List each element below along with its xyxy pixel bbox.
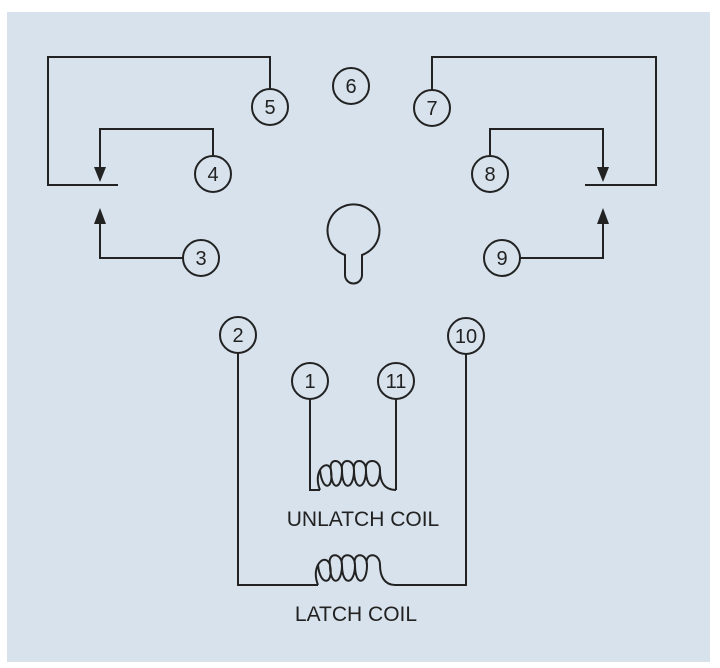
latch-coil-label: LATCH COIL — [295, 603, 417, 626]
pin-8-label: 8 — [484, 164, 495, 186]
wire-pin10-latch-coil — [395, 354, 467, 586]
wire-pin2-latch-coil — [237, 352, 318, 586]
diagram-panel — [7, 12, 710, 662]
right-nc-arrow-icon — [597, 167, 609, 182]
pin-3-label: 3 — [195, 248, 206, 270]
pin-3: 3 — [182, 239, 220, 277]
latch-coil-winding-icon — [314, 554, 396, 586]
wire-pin1-unlatch-coil — [309, 398, 320, 491]
pin-2-label: 2 — [232, 325, 243, 347]
wire-pin7-right-contact — [431, 56, 657, 186]
pin-4-label: 4 — [207, 164, 218, 186]
pin-11-label: 11 — [386, 371, 407, 393]
pin-11: 11 — [377, 362, 415, 400]
right-no-arrow-icon — [597, 208, 609, 224]
unlatch-coil-winding-icon — [316, 460, 397, 491]
wire-pin4-nc-contact — [99, 128, 214, 170]
pin-5-label: 5 — [264, 97, 275, 119]
pin-10-label: 10 — [455, 326, 477, 348]
pin-6: 6 — [332, 67, 370, 105]
pin-4: 4 — [194, 155, 232, 193]
wire-pin5-left-contact — [47, 56, 271, 186]
pin-1-label: 1 — [304, 371, 315, 393]
pin-7-label: 7 — [426, 98, 437, 120]
pin-9: 9 — [483, 239, 521, 277]
pin-7: 7 — [413, 89, 451, 127]
pin-6-label: 6 — [345, 76, 356, 98]
pin-2: 2 — [219, 316, 257, 354]
pin-10: 10 — [447, 317, 485, 355]
center-key-post-icon — [326, 203, 381, 285]
pin-8: 8 — [471, 155, 509, 193]
pin-5: 5 — [251, 88, 289, 126]
unlatch-coil-label: UNLATCH COIL — [287, 508, 439, 531]
wire-pin3-no-contact — [99, 222, 183, 259]
wire-pin9-no-contact — [520, 222, 604, 259]
left-nc-arrow-icon — [94, 167, 106, 182]
pin-9-label: 9 — [496, 248, 507, 270]
wire-pin8-nc-contact — [489, 128, 604, 170]
pin-1: 1 — [291, 362, 329, 400]
left-no-arrow-icon — [94, 208, 106, 224]
